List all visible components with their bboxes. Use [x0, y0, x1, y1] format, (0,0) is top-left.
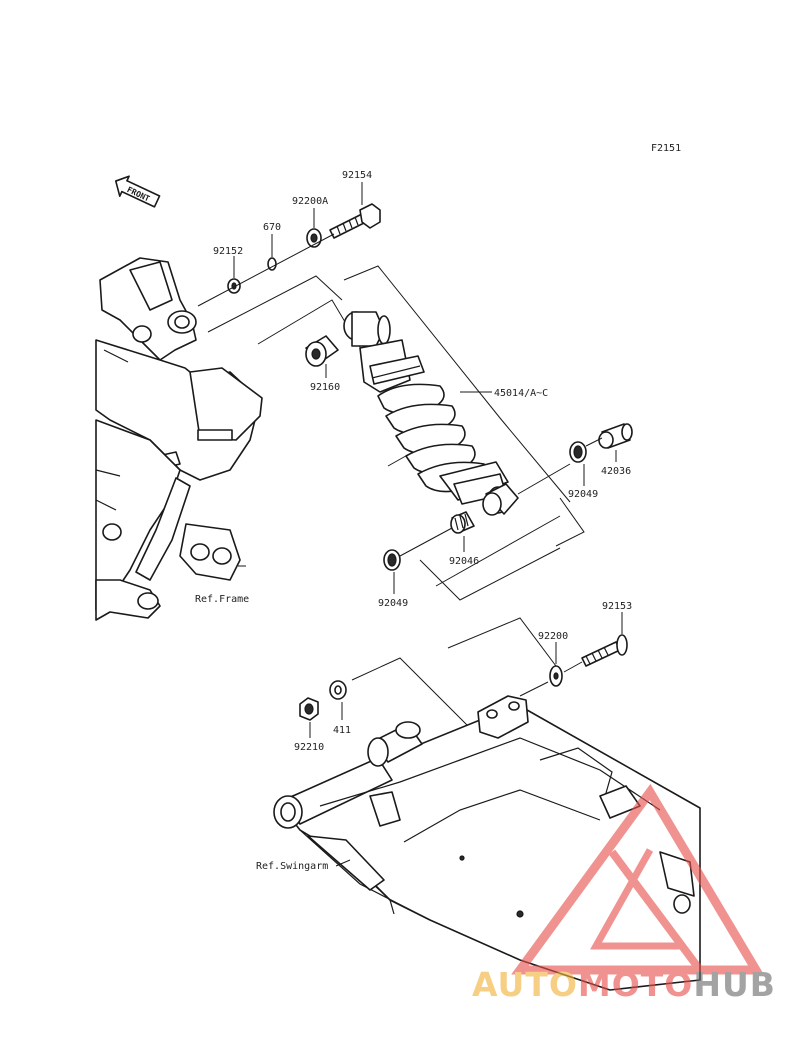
watermark-hub: HUB	[693, 965, 776, 1004]
label-92154: 92154	[342, 170, 372, 181]
label-92160: 92160	[310, 382, 340, 393]
shock-absorber-icon	[343, 311, 519, 516]
label-92049-right: 92049	[568, 489, 598, 500]
bolt-92153-icon	[581, 634, 628, 667]
figure-code: F2151	[651, 143, 681, 154]
bolt-92154-icon	[329, 203, 381, 239]
label-92049-left: 92049	[378, 598, 408, 609]
label-92153: 92153	[602, 601, 632, 612]
washer-92200-icon	[549, 665, 563, 687]
oring-670-icon	[267, 257, 277, 271]
collar-42036-icon	[598, 423, 633, 449]
watermark-logo: AUTOMOTOHUB	[472, 783, 776, 1004]
watermark-auto: AUTO	[472, 965, 578, 1004]
label-45014: 45014/A~C	[494, 388, 548, 399]
label-670: 670	[263, 222, 281, 233]
seal-92049-right-icon	[569, 441, 587, 463]
frame-drawing	[95, 257, 263, 621]
label-92210: 92210	[294, 742, 324, 753]
triangle-logo-icon	[511, 783, 764, 975]
label-92200: 92200	[538, 631, 568, 642]
label-42036: 42036	[601, 466, 631, 477]
label-92046: 92046	[449, 556, 479, 567]
watermark-moto: MOTO	[578, 965, 693, 1004]
label-411: 411	[333, 725, 351, 736]
seal-92049-left-icon	[383, 549, 401, 571]
bushing-92160-icon	[305, 335, 339, 367]
washer-411-icon	[329, 680, 347, 700]
nut-92210-icon	[299, 697, 319, 721]
label-92200a: 92200A	[292, 196, 328, 207]
collar-92152-icon	[227, 278, 241, 294]
bearing-92046-icon	[450, 511, 475, 534]
svg-text:AUTOMOTOHUB: AUTOMOTOHUB	[472, 965, 776, 1004]
label-ref-swingarm: Ref.Swingarm	[256, 861, 328, 872]
label-ref-frame: Ref.Frame	[195, 594, 249, 605]
swingarm-drawing	[273, 695, 701, 991]
front-arrow-icon: FRONT	[114, 175, 161, 208]
label-92152: 92152	[213, 246, 243, 257]
